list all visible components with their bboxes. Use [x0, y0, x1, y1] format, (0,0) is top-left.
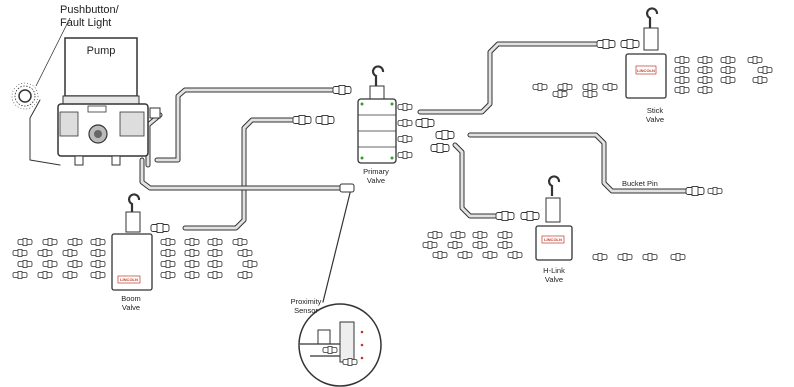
- diagram-labels: Pushbutton/ Fault Light Pump Primary Val…: [60, 4, 664, 315]
- primary-valve-label-line1: Primary: [363, 167, 389, 176]
- h-link-valve: [422, 175, 686, 261]
- boom-valve-label-line1: Boom: [121, 294, 141, 303]
- h-link-valve-label-line1: H-Link: [543, 266, 565, 275]
- stick-valve-brand-plate: LINCOLN: [637, 68, 655, 73]
- bucket-pin-fitting: [685, 186, 723, 196]
- primary-valve-label-line2: Valve: [367, 176, 385, 185]
- h-link-valve-brand-plate: LINCOLN: [544, 237, 562, 242]
- proximity-sensor-label-line2: Sensor: [294, 306, 318, 315]
- pushbutton-label-line2: Fault Light: [60, 17, 111, 29]
- pump: [57, 37, 161, 166]
- pushbutton-fault-light: [11, 17, 71, 110]
- boom-valve: [12, 193, 258, 291]
- boom-valve-label-line2: Valve: [122, 303, 140, 312]
- stick-valve-label-line1: Stick: [647, 106, 664, 115]
- bucket-pin-label: Bucket Pin: [622, 179, 658, 188]
- primary-valve: [292, 65, 455, 164]
- h-link-valve-label-line2: Valve: [545, 275, 563, 284]
- pushbutton-label-line1: Pushbutton/: [60, 4, 120, 16]
- proximity-sensor: [298, 183, 382, 387]
- boom-valve-brand-plate: LINCOLN: [120, 277, 138, 282]
- stick-valve: [532, 7, 773, 99]
- hose-lines: [29, 41, 693, 303]
- pump-label: Pump: [87, 45, 116, 57]
- brand-plates: LINCOLN LINCOLN LINCOLN: [120, 68, 655, 282]
- stick-valve-label-line2: Valve: [646, 115, 664, 124]
- proximity-sensor-label-line1: Proximity: [291, 297, 322, 306]
